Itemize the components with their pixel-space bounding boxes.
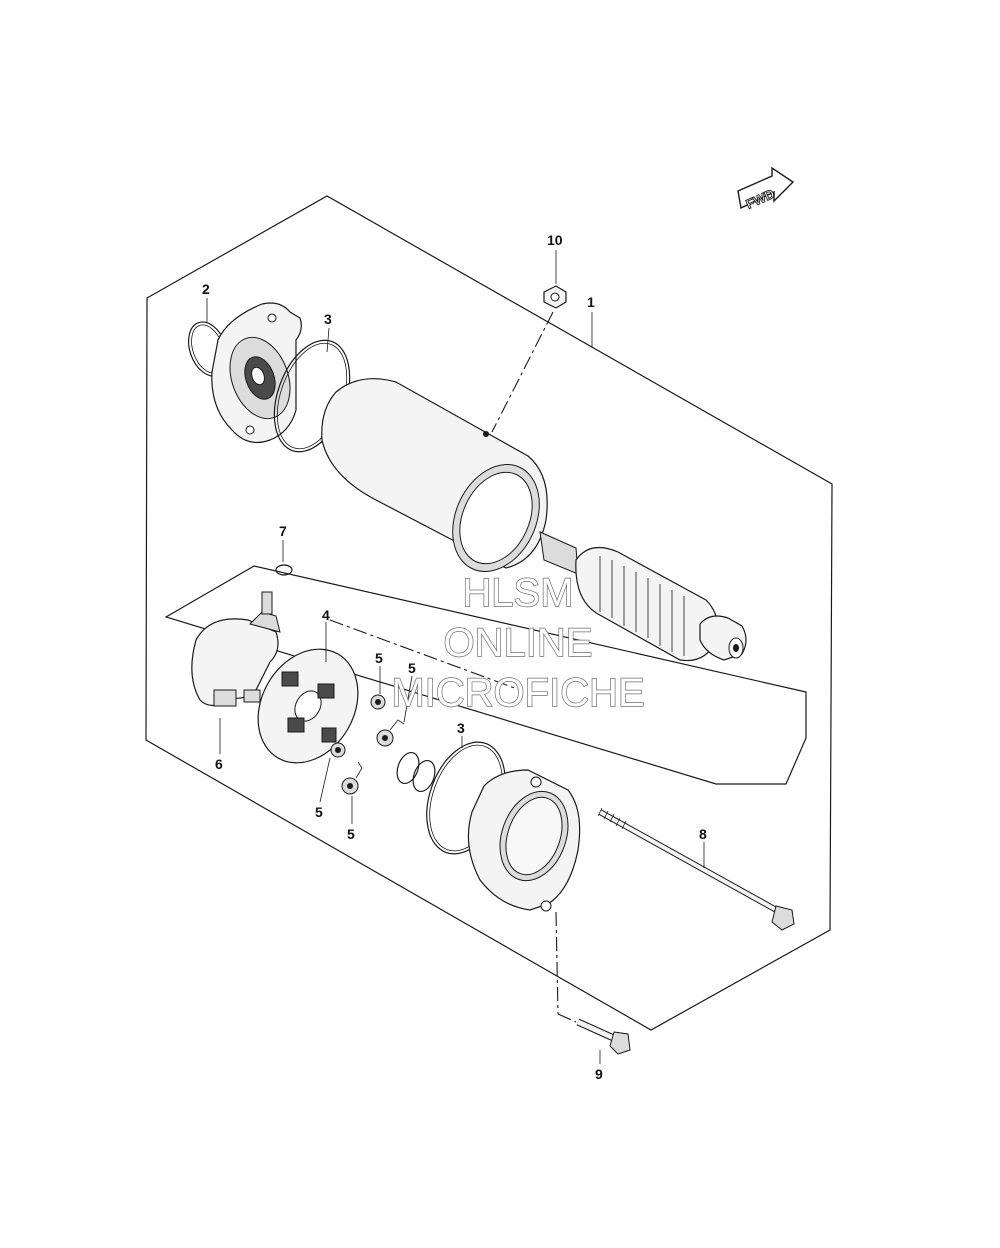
callout-2: 2 xyxy=(202,281,210,297)
callout-4: 4 xyxy=(322,607,330,623)
callout-1: 1 xyxy=(587,294,595,310)
callout-7: 7 xyxy=(279,523,287,539)
brush-spring-part-5a xyxy=(370,694,386,710)
watermark-line-2: ONLINE xyxy=(444,621,593,665)
o-ring-part-7 xyxy=(275,564,293,576)
callout-8: 8 xyxy=(699,826,707,842)
through-bolt-part-8 xyxy=(597,807,795,931)
bolt-part-9 xyxy=(576,1018,631,1055)
leader-lines xyxy=(206,250,705,1064)
callout-6: 6 xyxy=(215,756,223,772)
watermark: HLSM ONLINE MICROFICHE xyxy=(391,570,646,715)
callout-5-d: 5 xyxy=(347,826,355,842)
callout-labels: 10 1 2 3 7 4 5 5 3 6 5 5 8 9 xyxy=(202,232,707,1082)
yoke-housing-part xyxy=(321,378,548,572)
callout-3-upper: 3 xyxy=(324,311,332,327)
fwd-arrow-icon: FWD xyxy=(737,166,795,212)
rear-housing-part xyxy=(467,769,581,912)
brush-spring-part-5b xyxy=(376,719,405,747)
callout-10: 10 xyxy=(547,232,563,248)
nut-part-10 xyxy=(543,285,567,309)
bolt-9-guide-line xyxy=(555,911,559,1015)
watermark-line-1: HLSM xyxy=(462,571,573,615)
callout-5-c: 5 xyxy=(315,804,323,820)
callout-9: 9 xyxy=(595,1066,603,1082)
watermark-line-3: MICROFICHE xyxy=(391,671,644,715)
end-frame-part-6 xyxy=(191,591,281,707)
brush-spring-part-5d xyxy=(341,761,363,795)
washer-pair xyxy=(396,751,436,793)
brush-spring-part-5c xyxy=(330,742,346,758)
armature-part xyxy=(539,531,747,662)
axis-guide-line xyxy=(329,619,521,691)
bolt-9-guide-line-b xyxy=(557,1013,577,1023)
brush-plate-part-4 xyxy=(257,648,359,764)
callout-5-b: 5 xyxy=(408,660,416,676)
callout-5-a: 5 xyxy=(375,650,383,666)
subassembly-outline xyxy=(164,565,807,785)
front-housing-part xyxy=(211,302,302,443)
callout-3-lower: 3 xyxy=(457,720,465,736)
assembly-outline xyxy=(145,195,833,1031)
nut-10-guide-line xyxy=(491,311,554,433)
